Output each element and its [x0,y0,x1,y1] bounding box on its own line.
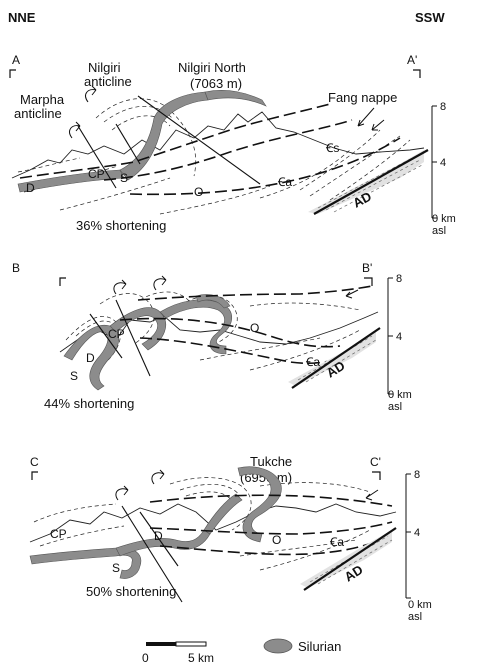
direction-ssw: SSW [415,10,445,25]
scale-bar-start: 0 [142,651,149,665]
section-b-unit-d: D [86,351,95,365]
section-a-left-marker [10,70,16,78]
section-c: C C' Tukche (6950 m) [30,454,432,623]
section-a-main-thrust [314,150,428,214]
section-a-unit-cp: CP [88,167,105,181]
section-c-left-label: C [30,455,39,469]
scale-bar-end: 5 km [188,651,214,665]
section-a-right-marker [413,70,420,78]
marpha-anticline-label-1: Marpha [20,92,65,107]
tukche-label-1: Tukche [250,454,292,469]
section-c-unit-ca: Ꞓa [329,535,344,549]
nilgiri-north-label-1: Nilgiri North [178,60,246,75]
legend: 0 5 km Silurian [142,639,341,665]
scale-bar-segment-2 [176,642,206,646]
direction-nne: NNE [8,10,36,25]
section-a-unit-s: S [120,171,128,185]
section-a-scale-0: 0 km [432,213,456,225]
section-b-unit-ca: Ꞓa [305,355,320,369]
section-c-unit-s: S [112,561,120,575]
scale-bar-segment-1 [146,642,176,646]
section-c-scale-0: 0 km [408,599,432,611]
section-b-silurian-bands [64,294,232,390]
section-b-unit-s: S [70,369,78,383]
nilgiri-north-label-2: (7063 m) [190,76,242,91]
nilgiri-anticline-label-2: anticline [84,74,132,89]
section-c-unit-d: D [154,529,163,543]
fang-nappe-arrow [358,108,374,126]
section-a: A A' [10,53,456,237]
section-c-left-marker [32,472,38,480]
section-a-scale-unit: asl [432,225,446,237]
section-a-scale-4: 4 [440,157,446,169]
section-b-unit-o: O [250,321,259,335]
section-a-shortening: 36% shortening [76,218,166,233]
section-c-scale-unit: asl [408,611,422,623]
section-c-unit-o: O [272,533,281,547]
section-b-left-label: B [12,261,20,275]
section-c-right-label: C' [370,455,381,469]
section-b-unit-cp: CP [108,327,125,341]
section-b: B B' [12,261,412,413]
section-a-elevation-scale: 8 4 0 km asl [432,101,456,237]
fang-nappe-label: Fang nappe [328,90,397,105]
section-a-scale-8: 8 [440,101,446,113]
section-b-scale-4: 4 [396,331,402,343]
section-a-unit-cs: Ꞓs [325,141,339,155]
section-a-left-label: A [12,53,20,67]
section-b-shortening: 44% shortening [44,396,134,411]
section-a-right-label: A' [407,53,417,67]
section-b-fold-arrows [114,276,358,298]
section-b-scale-unit: asl [388,401,402,413]
section-c-unit-cp: CP [50,527,67,541]
section-c-scale-4: 4 [414,527,420,539]
section-b-elevation-scale: 8 4 0 km asl [388,273,412,413]
section-c-shortening: 50% shortening [86,584,176,599]
section-b-right-marker [364,278,372,286]
section-b-right-label: B' [362,261,372,275]
section-b-scale-8: 8 [396,273,402,285]
section-b-scale-0: 0 km [388,389,412,401]
nilgiri-anticline-label-1: Nilgiri [88,60,121,75]
marpha-anticline-label-2: anticline [14,106,62,121]
section-a-unit-d: D [26,181,35,195]
section-a-unit-o: O [194,185,203,199]
silurian-swatch [264,639,292,653]
section-c-elevation-scale: 8 4 0 km asl [406,469,432,623]
silurian-label: Silurian [298,639,341,654]
section-b-left-marker [60,278,66,286]
section-c-right-marker [372,472,380,480]
section-a-unit-ca: Ꞓa [277,175,292,189]
section-c-scale-8: 8 [414,469,420,481]
